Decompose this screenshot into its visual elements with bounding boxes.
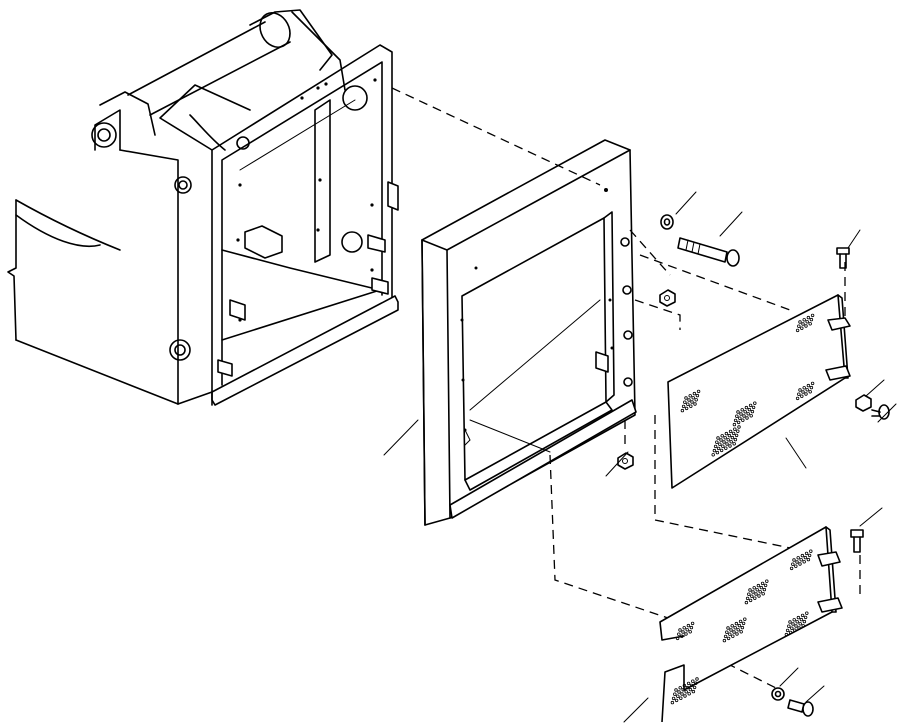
- screw-icon: [871, 404, 890, 420]
- nut-icon: [617, 452, 634, 470]
- washer-icon: [660, 214, 674, 230]
- callout-leaders: [383, 191, 897, 723]
- lower-screen-panel: [659, 526, 843, 723]
- screw-icon: [787, 699, 814, 717]
- nut-icon: [855, 394, 872, 412]
- perforation-pattern: [670, 549, 813, 705]
- washer-icon: [771, 687, 785, 701]
- nut-icon: [659, 289, 676, 307]
- loader-frame: [7, 9, 399, 406]
- screw-icon: [850, 529, 864, 553]
- screw-icon: [836, 247, 850, 269]
- grille-frame: [421, 139, 637, 526]
- perforation-pattern: [680, 313, 815, 457]
- assembly-guide-lines: [391, 87, 861, 691]
- bolt-icon: [677, 237, 740, 267]
- upper-screen-panel: [667, 294, 851, 489]
